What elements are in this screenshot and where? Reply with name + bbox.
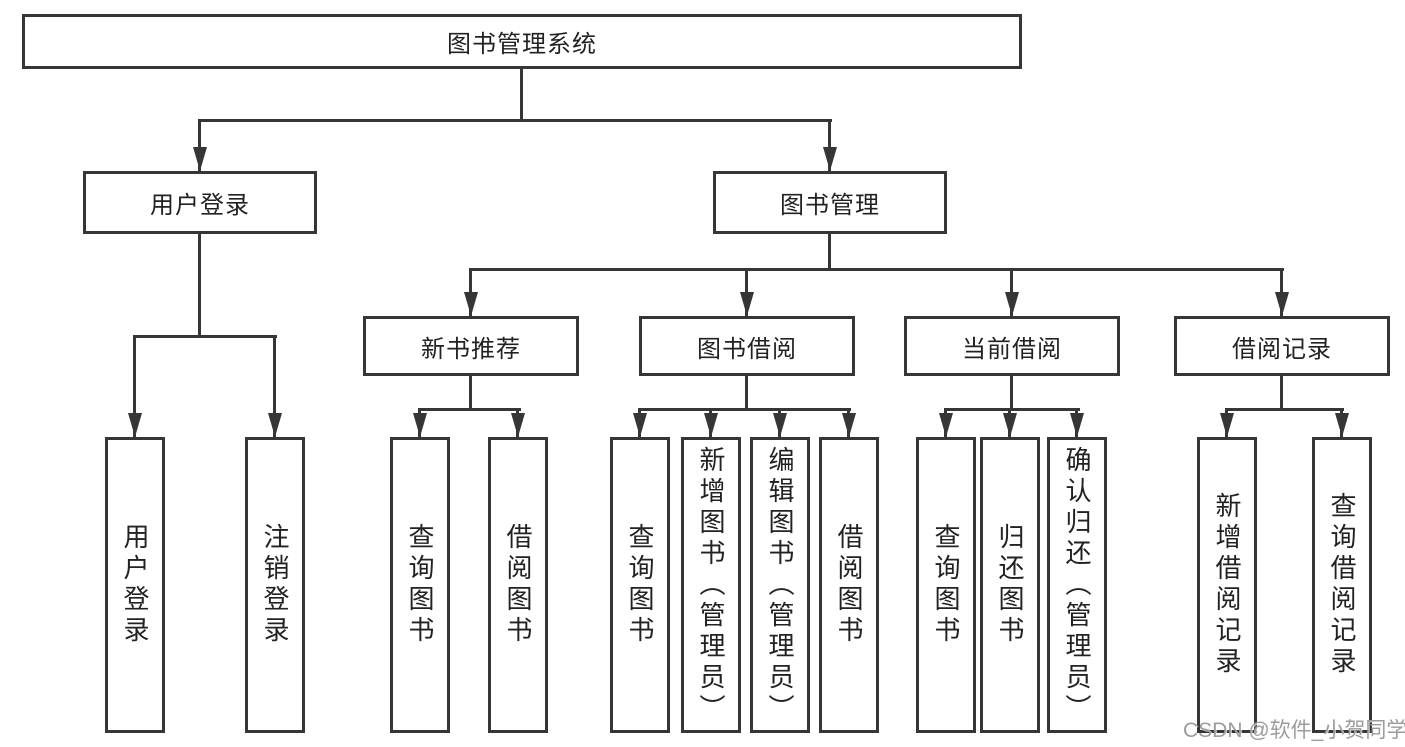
arrow-down-icon <box>128 413 142 437</box>
node-label: 借阅记录 <box>1232 335 1332 363</box>
arrow-down-icon <box>633 413 647 437</box>
connector-line <box>133 335 136 437</box>
node-label: 图书借阅 <box>697 335 797 363</box>
arrow-down-icon <box>464 292 478 316</box>
node-query-books: 查询图书 <box>916 437 976 733</box>
connector-line <box>198 119 832 122</box>
connector-line <box>944 408 1080 411</box>
node-current-borrowing: 当前借阅 <box>904 316 1120 376</box>
connector-line <box>198 119 201 171</box>
arrow-down-icon <box>1003 413 1017 437</box>
node-add-books-admin: 新增图书（管理员） <box>681 437 741 733</box>
node-user-login-leaf: 用户登录 <box>105 437 165 733</box>
connector-line <box>1225 408 1344 411</box>
arrow-down-icon <box>740 292 754 316</box>
arrow-down-icon <box>511 413 525 437</box>
connector-line <box>469 376 472 409</box>
node-label: 图书管理系统 <box>447 31 597 58</box>
node-label: 查询借阅记录 <box>1327 492 1357 678</box>
connector-line <box>418 408 521 411</box>
node-label: 用户登录 <box>120 523 150 647</box>
node-add-borrow-record: 新增借阅记录 <box>1197 437 1257 733</box>
node-book-management: 图书管理 <box>713 171 947 234</box>
arrow-down-icon <box>842 413 856 437</box>
arrow-down-icon <box>1220 413 1234 437</box>
arrow-down-icon <box>823 147 837 171</box>
node-label: 查询图书 <box>405 523 435 647</box>
arrow-down-icon <box>1335 413 1349 437</box>
arrow-down-icon <box>1005 292 1019 316</box>
node-return-books: 归还图书 <box>980 437 1040 733</box>
connector-line <box>828 234 831 269</box>
connector-line <box>198 234 201 336</box>
node-logout: 注销登录 <box>245 437 305 733</box>
connector-line <box>745 376 748 409</box>
node-borrow-books: 借阅图书 <box>488 437 548 733</box>
node-borrow-books: 借阅图书 <box>819 437 879 733</box>
node-label: 归还图书 <box>995 523 1025 647</box>
node-label: 新书推荐 <box>421 335 521 363</box>
arrow-down-icon <box>268 413 282 437</box>
node-label: 用户登录 <box>150 192 250 219</box>
node-edit-books-admin: 编辑图书（管理员） <box>750 437 810 733</box>
connector-line <box>1010 376 1013 409</box>
node-label: 借阅图书 <box>503 523 533 647</box>
connector-line <box>638 408 851 411</box>
node-book-borrowing: 图书借阅 <box>639 316 855 376</box>
arrow-down-icon <box>1275 292 1289 316</box>
arrow-down-icon <box>193 147 207 171</box>
node-new-book-recommendation: 新书推荐 <box>363 316 579 376</box>
connector-line <box>133 335 277 338</box>
connector-line <box>469 268 1284 271</box>
connector-line <box>828 119 831 171</box>
arrow-down-icon <box>1070 413 1084 437</box>
arrow-down-icon <box>939 413 953 437</box>
node-library-management-system: 图书管理系统 <box>22 14 1022 69</box>
node-label: 新增借阅记录 <box>1212 492 1242 678</box>
arrow-down-icon <box>773 413 787 437</box>
node-label: 新增图书（管理员） <box>696 445 726 725</box>
node-label: 图书管理 <box>780 192 880 219</box>
node-query-borrow-record: 查询借阅记录 <box>1312 437 1372 733</box>
node-label: 查询图书 <box>931 523 961 647</box>
node-label: 查询图书 <box>625 523 655 647</box>
arrow-down-icon <box>704 413 718 437</box>
node-query-books: 查询图书 <box>610 437 670 733</box>
node-query-books: 查询图书 <box>390 437 450 733</box>
arrow-down-icon <box>413 413 427 437</box>
node-label: 当前借阅 <box>962 335 1062 363</box>
connector-line <box>273 335 276 437</box>
node-borrowing-records: 借阅记录 <box>1174 316 1390 376</box>
node-label: 编辑图书（管理员） <box>765 445 795 725</box>
node-label: 注销登录 <box>260 523 290 647</box>
csdn-watermark: CSDN @软件_小贺同学 <box>1183 719 1405 742</box>
connector-line <box>520 69 523 120</box>
node-user-login: 用户登录 <box>83 171 317 234</box>
connector-line <box>1280 376 1283 409</box>
node-label: 借阅图书 <box>834 523 864 647</box>
node-label: 确认归还（管理员） <box>1062 445 1092 725</box>
node-confirm-return-admin: 确认归还（管理员） <box>1047 437 1107 733</box>
